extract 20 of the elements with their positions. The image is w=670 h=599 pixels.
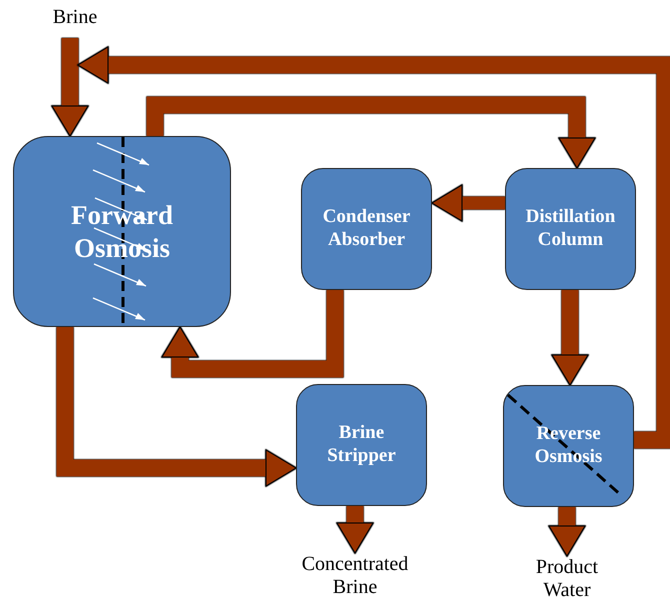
process-box bbox=[301, 168, 432, 290]
process-box bbox=[13, 136, 231, 327]
pipe-arrow bbox=[336, 506, 374, 554]
stream-label: Concentrated Brine bbox=[285, 553, 425, 599]
pipe-arrow bbox=[162, 290, 344, 378]
pipe-arrow bbox=[548, 507, 586, 556]
box-label: Brine Stripper bbox=[326, 422, 397, 468]
stream-label: Brine bbox=[30, 6, 120, 32]
process-box bbox=[296, 384, 427, 506]
pipe-arrow bbox=[552, 290, 588, 386]
stream-label: Product Water bbox=[517, 556, 617, 599]
pipe-arrow bbox=[78, 46, 670, 448]
box-label: Distillation Column bbox=[524, 206, 616, 252]
pipe-arrow bbox=[52, 38, 88, 136]
pipe-arrow bbox=[146, 96, 596, 168]
process-box bbox=[503, 385, 634, 507]
box-label: Reverse Osmosis bbox=[534, 423, 604, 469]
box-label: Condenser Absorber bbox=[322, 206, 412, 252]
pipe-arrow bbox=[56, 327, 296, 486]
process-box bbox=[505, 168, 636, 290]
